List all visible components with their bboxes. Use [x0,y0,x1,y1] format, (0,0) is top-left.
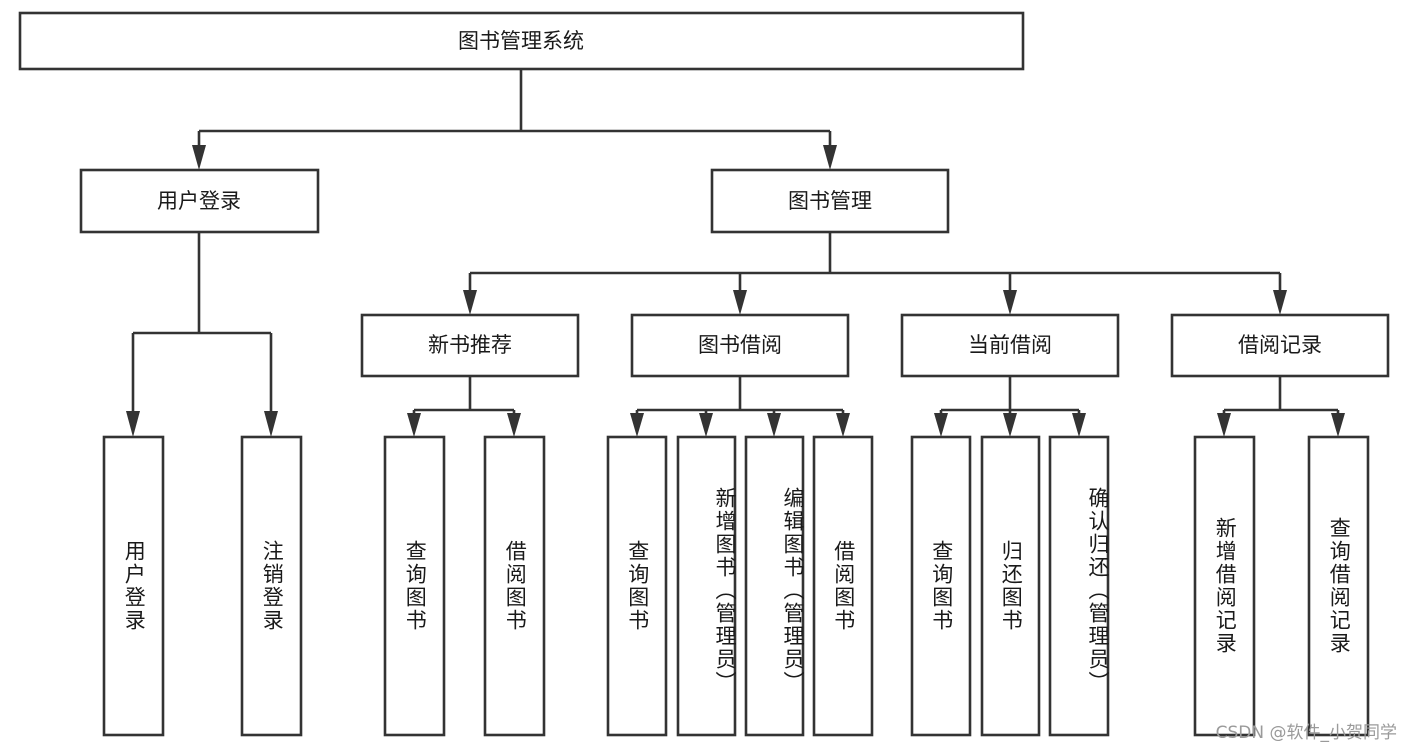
arrowhead-user-login [192,145,206,170]
node-current-borrow-label: 当前借阅 [968,333,1052,357]
node-borrow-record[interactable] [1170,313,1390,378]
node-leaf-query-borrow-record[interactable] [1307,435,1370,737]
node-leaf-user-login[interactable] [102,435,165,737]
node-leaf-borrow-book-2[interactable] [812,435,874,737]
arrowhead-new-book-leaf1 [407,413,421,437]
arrowhead-book-borrow-leaf3 [767,413,781,437]
node-leaf-return-book[interactable] [980,435,1041,737]
arrowhead-new-book-leaf2 [507,413,521,437]
arrowhead-borrow-record [1273,290,1287,315]
arrowhead-book-borrow-leaf4 [836,413,850,437]
node-leaf-borrow-book-1[interactable] [483,435,546,737]
arrowhead-current-borrow-leaf1 [934,413,948,437]
node-user-login-label: 用户登录 [157,189,241,213]
node-leaf-add-borrow-record[interactable] [1193,435,1256,737]
node-leaf-query-book-1[interactable] [383,435,446,737]
arrowhead-book-borrow-leaf1 [630,413,644,437]
node-leaf-query-book-2[interactable] [606,435,668,737]
arrowhead-book-borrow [733,290,747,315]
node-layer: 图书管理系统 用户登录 图书管理 新书推荐 图书借阅 当前借阅 借阅记录 [18,11,1390,737]
node-book-management[interactable] [710,168,950,234]
arrowhead-new-book [463,290,477,315]
node-leaf-query-book-3[interactable] [910,435,972,737]
node-book-borrow-label: 图书借阅 [698,333,782,357]
node-new-book-recommend[interactable] [360,313,580,378]
connector-layer [126,69,1345,437]
arrowhead-borrow-record-leaf2 [1331,413,1345,437]
arrowhead-user-login-leaf1 [126,411,140,437]
arrowhead-borrow-record-leaf1 [1217,413,1231,437]
arrowhead-current-borrow [1003,290,1017,315]
node-book-management-label: 图书管理 [788,189,872,213]
node-leaf-logout[interactable] [240,435,303,737]
arrowhead-current-borrow-leaf3 [1072,413,1086,437]
node-leaf-confirm-return-admin[interactable] [1048,435,1110,737]
node-current-borrow[interactable] [900,313,1120,378]
arrowhead-book-borrow-leaf2 [699,413,713,437]
arrowhead-user-login-leaf2 [264,411,278,437]
node-borrow-record-label: 借阅记录 [1238,333,1322,357]
node-user-login[interactable] [79,168,320,234]
node-new-book-recommend-label: 新书推荐 [428,333,512,357]
node-book-borrow[interactable] [630,313,850,378]
arrowhead-book-mgmt [823,145,837,170]
arrowhead-current-borrow-leaf2 [1003,413,1017,437]
node-root[interactable] [18,11,1025,71]
node-leaf-add-book-admin[interactable] [676,435,737,737]
csdn-watermark: CSDN @软件_小贺同学 [1215,723,1397,743]
node-leaf-edit-book-admin[interactable] [744,435,805,737]
node-root-label: 图书管理系统 [458,29,584,53]
